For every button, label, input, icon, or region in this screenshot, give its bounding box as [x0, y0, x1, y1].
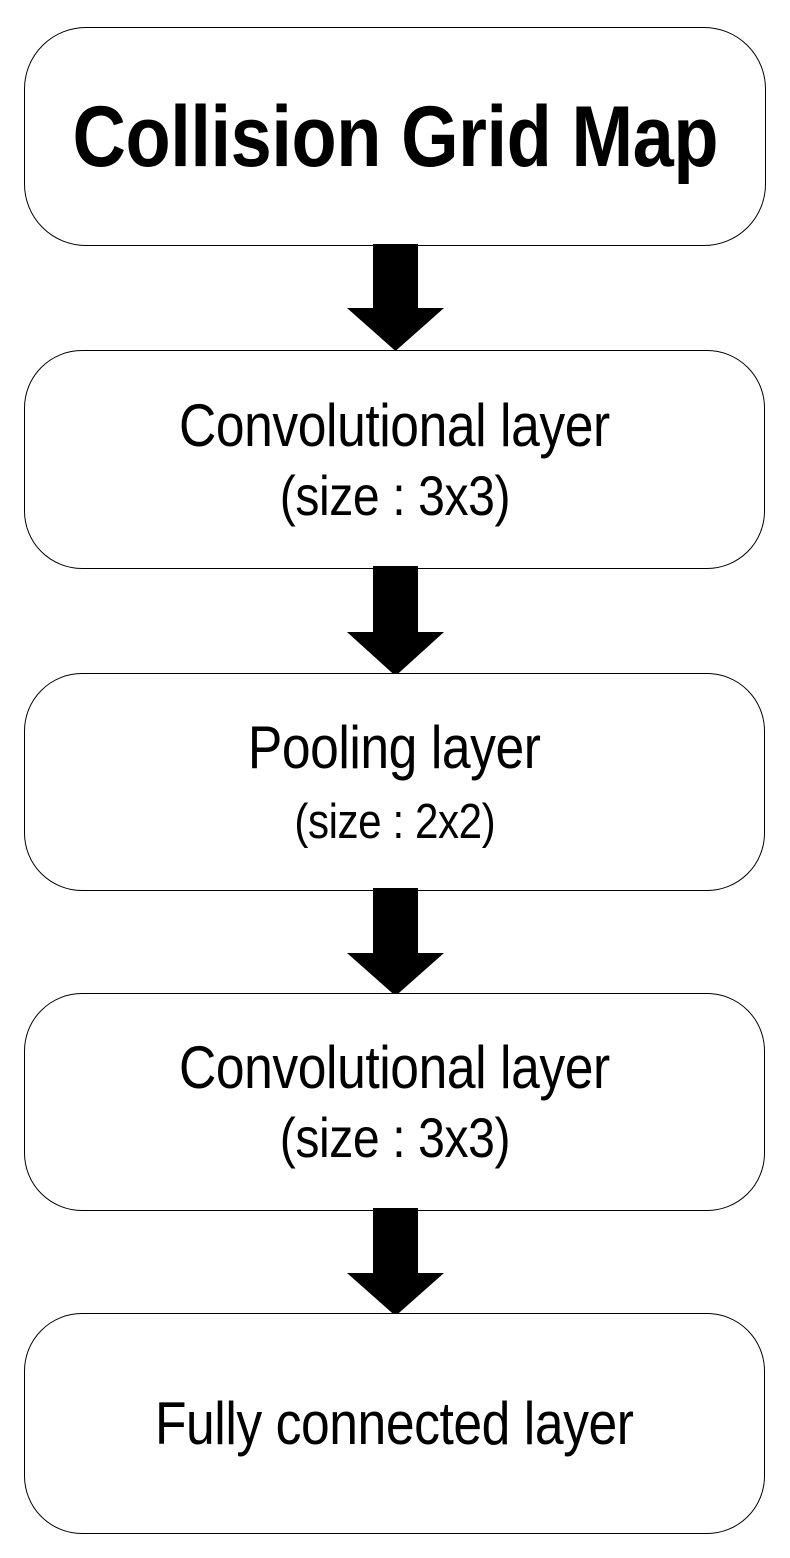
node-convolutional-layer-1-label: Convolutional layer [179, 391, 610, 459]
node-pooling-layer-size: (size : 2x2) [294, 794, 495, 849]
node-convolutional-layer-2[interactable]: Convolutional layer (size : 3x3) [24, 993, 765, 1211]
node-pooling-layer[interactable]: Pooling layer (size : 2x2) [24, 673, 765, 891]
node-fully-connected-layer-label: Fully connected layer [155, 1389, 634, 1457]
arrow-down-icon [347, 566, 444, 676]
node-convolutional-layer-2-size: (size : 3x3) [279, 1106, 510, 1169]
arrow-conv1-to-pool [347, 566, 444, 676]
node-fully-connected-layer[interactable]: Fully connected layer [24, 1313, 765, 1534]
node-collision-grid-map[interactable]: Collision Grid Map [24, 27, 766, 246]
arrow-down-icon [347, 1208, 444, 1316]
node-collision-grid-map-label: Collision Grid Map [72, 88, 718, 185]
node-convolutional-layer-1[interactable]: Convolutional layer (size : 3x3) [24, 350, 765, 569]
arrow-down-icon [347, 244, 444, 351]
node-pooling-layer-label: Pooling layer [248, 713, 541, 781]
arrow-down-icon [347, 888, 444, 996]
node-convolutional-layer-2-label: Convolutional layer [179, 1034, 610, 1101]
node-convolutional-layer-1-size: (size : 3x3) [279, 463, 510, 527]
arrow-pool-to-conv2 [347, 888, 444, 996]
arrow-input-to-conv1 [347, 244, 444, 351]
arrow-conv2-to-fc [347, 1208, 444, 1316]
